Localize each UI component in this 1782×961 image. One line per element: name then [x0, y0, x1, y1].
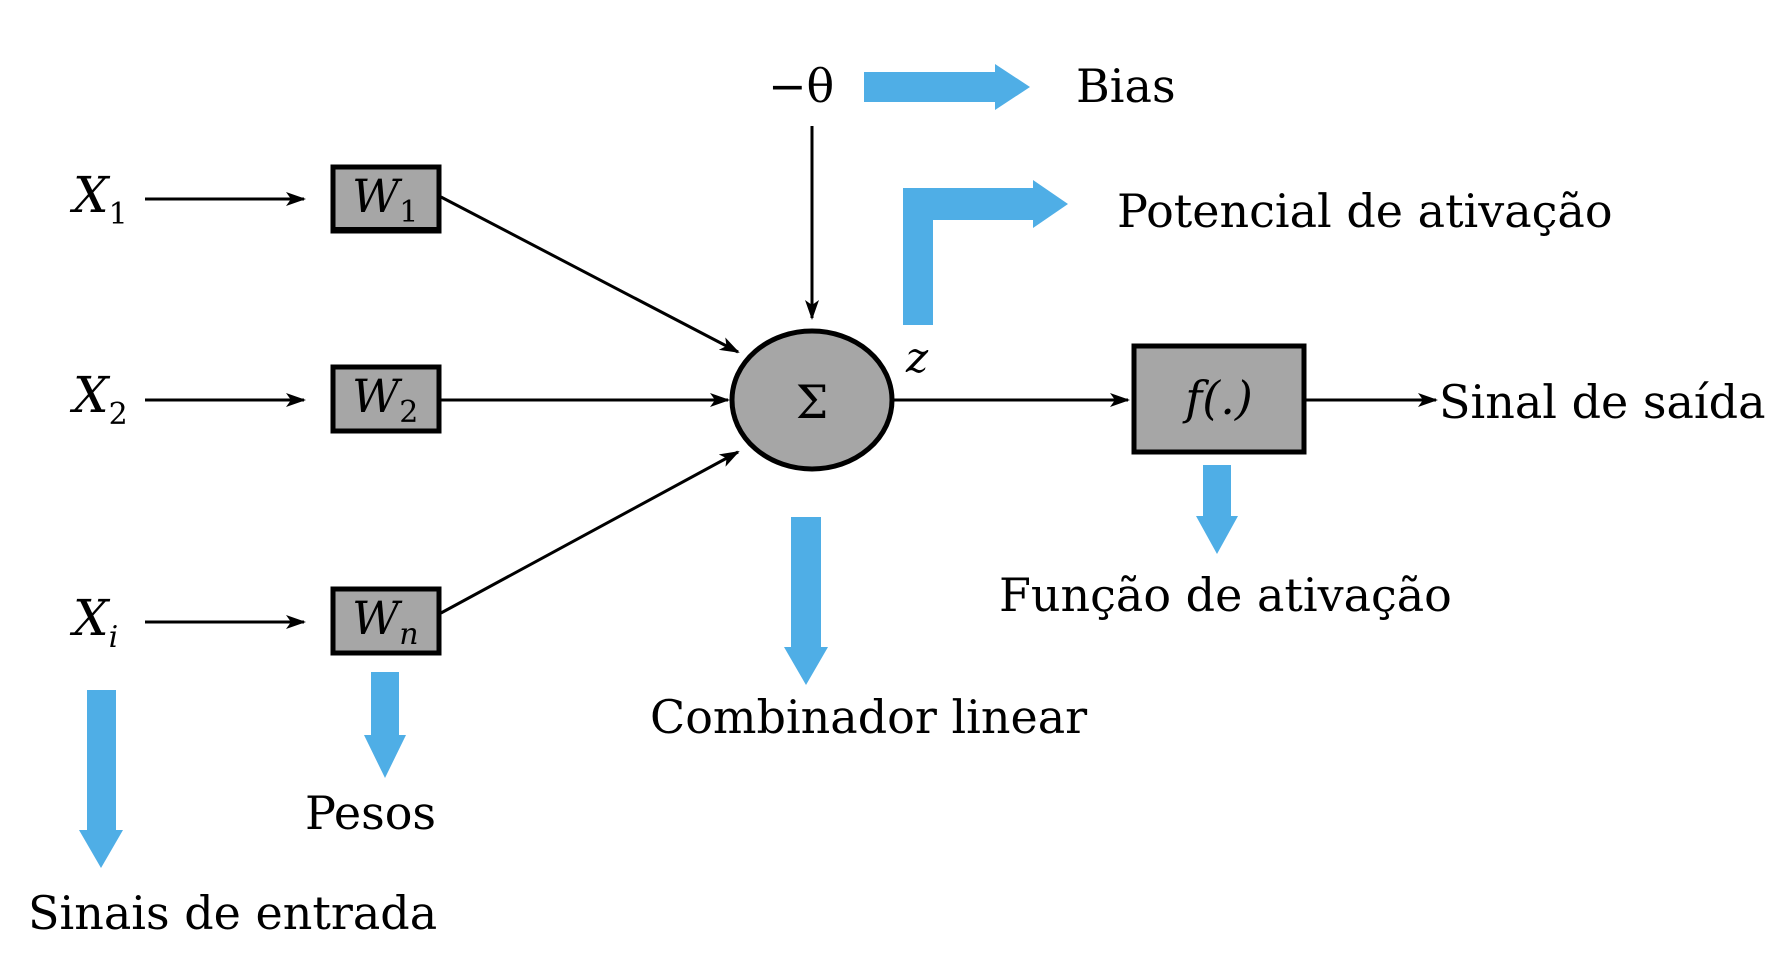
potential-symbol: z: [905, 333, 929, 382]
output-label: Sinal de saída: [1439, 375, 1766, 429]
svg-text:f(.): f(.): [1182, 371, 1253, 425]
activation-callout-arrow: [1196, 465, 1238, 554]
svg-text:Σ: Σ: [796, 375, 829, 429]
weight-arrow-1: [440, 195, 740, 354]
combiner-callout-arrow: [784, 517, 828, 685]
weight-arrow-n: [440, 450, 740, 615]
potential-label: Potencial de ativação: [1117, 184, 1613, 238]
inputs-label: Sinais de entrada: [28, 886, 437, 940]
weight-box-w1: W1: [330, 164, 442, 234]
bias-symbol: −θ: [768, 59, 834, 113]
weights-label: Pesos: [305, 786, 436, 840]
weight-box-wn: Wn: [330, 586, 442, 656]
combiner-label: Combinador linear: [650, 690, 1087, 744]
svg-text:W2: W2: [352, 369, 418, 430]
input-xi: Xi: [69, 589, 118, 655]
inputs-callout-arrow: [79, 690, 123, 868]
bias-label: Bias: [1076, 59, 1176, 113]
potential-callout-arrow: [903, 180, 1068, 325]
weights-callout-arrow: [364, 672, 406, 778]
activation-function-box: f(.): [1131, 343, 1307, 455]
input-x1: X1: [69, 166, 128, 232]
weight-box-w2: W2: [330, 364, 442, 434]
activation-label: Função de ativação: [999, 568, 1452, 622]
bias-callout-arrow: [864, 64, 1030, 110]
input-x2: X2: [69, 366, 128, 432]
summation-node: Σ: [729, 328, 895, 472]
svg-text:Wn: Wn: [352, 591, 419, 652]
svg-text:W1: W1: [352, 169, 418, 230]
